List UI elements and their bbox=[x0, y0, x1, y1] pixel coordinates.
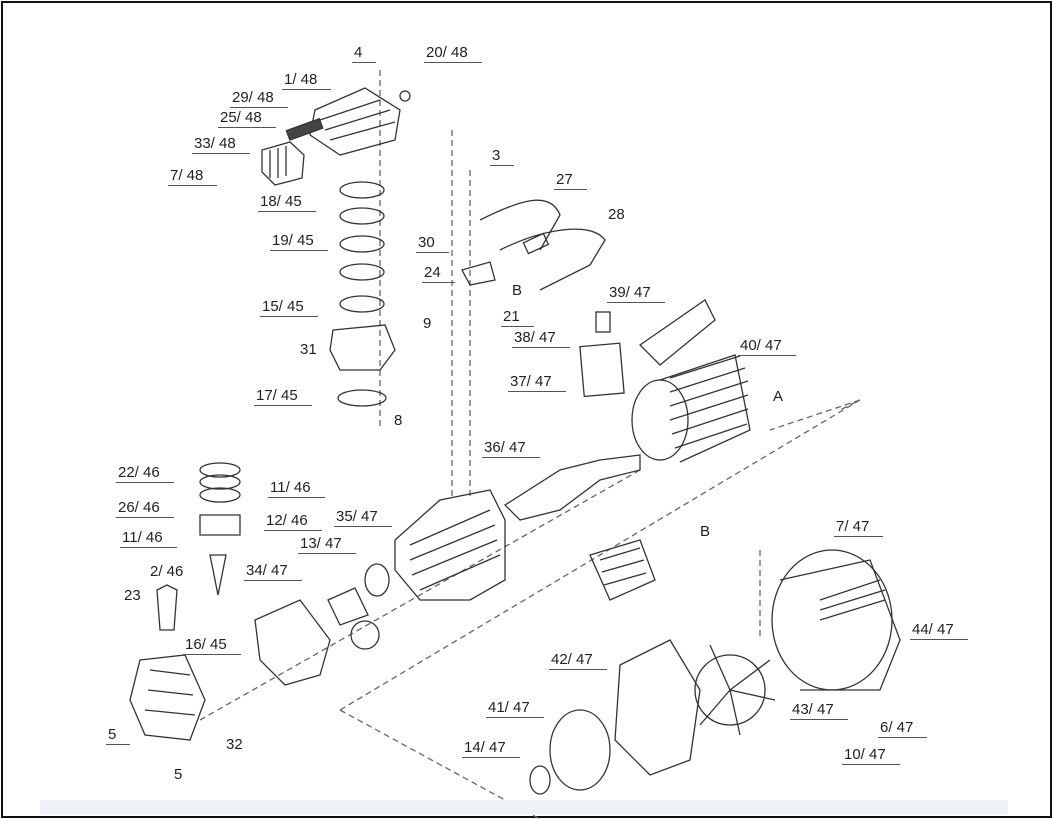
part-label: 6/ 47 bbox=[878, 720, 928, 738]
rear-motor-parts bbox=[529, 539, 901, 795]
part-label: A bbox=[773, 388, 784, 405]
part-label: 24 bbox=[422, 265, 455, 283]
piston-assembly bbox=[129, 462, 241, 741]
part-label: 23 bbox=[124, 587, 141, 604]
part-label: 20/ 48 bbox=[424, 45, 482, 63]
part-label: 7/ 48 bbox=[168, 168, 218, 186]
part-label: 44/ 47 bbox=[910, 622, 968, 640]
part-label: B bbox=[512, 282, 523, 299]
part-label: 12/ 46 bbox=[264, 513, 322, 531]
part-label: 32 bbox=[226, 736, 243, 753]
part-label: 11/ 46 bbox=[268, 480, 325, 498]
cylinder-head bbox=[261, 87, 411, 186]
part-label: 25/ 48 bbox=[218, 110, 276, 128]
part-label: 35/ 47 bbox=[334, 509, 392, 527]
part-label: 41/ 47 bbox=[486, 700, 544, 718]
part-label: 30 bbox=[416, 235, 449, 253]
part-label: 27 bbox=[554, 172, 587, 190]
valve-plates-gaskets bbox=[329, 181, 396, 407]
crankcase bbox=[254, 489, 506, 686]
part-label: 39/ 47 bbox=[607, 285, 665, 303]
part-label: 14/ 47 bbox=[462, 740, 520, 758]
electric-motor bbox=[503, 354, 751, 521]
part-label: 2/ 46 bbox=[150, 563, 184, 580]
part-label: 5 bbox=[106, 727, 131, 745]
part-label: 18/ 45 bbox=[258, 194, 316, 212]
part-label: 37/ 47 bbox=[508, 374, 566, 392]
part-label: 31 bbox=[300, 341, 317, 358]
part-label: 36/ 47 bbox=[482, 440, 540, 458]
part-label: 7/ 47 bbox=[834, 519, 884, 537]
part-label: 11/ 46 bbox=[120, 530, 177, 548]
part-label: 43/ 47 bbox=[790, 702, 848, 720]
part-label: 17/ 45 bbox=[254, 388, 312, 406]
part-label: 15/ 45 bbox=[260, 299, 318, 317]
part-label: 33/ 48 bbox=[192, 136, 250, 154]
part-label: 5 bbox=[174, 766, 183, 783]
part-label: 28 bbox=[608, 206, 625, 223]
part-label: B bbox=[700, 523, 711, 540]
pipes-and-fittings bbox=[461, 199, 716, 398]
bottom-strip bbox=[40, 800, 1008, 814]
part-label: 42/ 47 bbox=[549, 652, 607, 670]
part-label: 4 bbox=[352, 45, 377, 63]
part-label: 34/ 47 bbox=[244, 563, 302, 581]
part-label: 19/ 45 bbox=[270, 233, 328, 251]
part-label: 38/ 47 bbox=[512, 330, 570, 348]
part-label: 1/ 48 bbox=[282, 72, 332, 90]
part-label: 10/ 47 bbox=[842, 747, 900, 765]
part-label: 9 bbox=[423, 315, 432, 332]
part-label: 8 bbox=[394, 412, 403, 429]
part-label: 29/ 48 bbox=[230, 90, 288, 108]
part-label: 22/ 46 bbox=[116, 465, 174, 483]
part-label: 16/ 45 bbox=[183, 637, 241, 655]
part-label: 26/ 46 bbox=[116, 500, 174, 518]
part-label: 13/ 47 bbox=[298, 536, 356, 554]
part-label: 40/ 47 bbox=[738, 338, 796, 356]
part-label: 21 bbox=[501, 309, 534, 327]
part-label: 3 bbox=[490, 148, 515, 166]
